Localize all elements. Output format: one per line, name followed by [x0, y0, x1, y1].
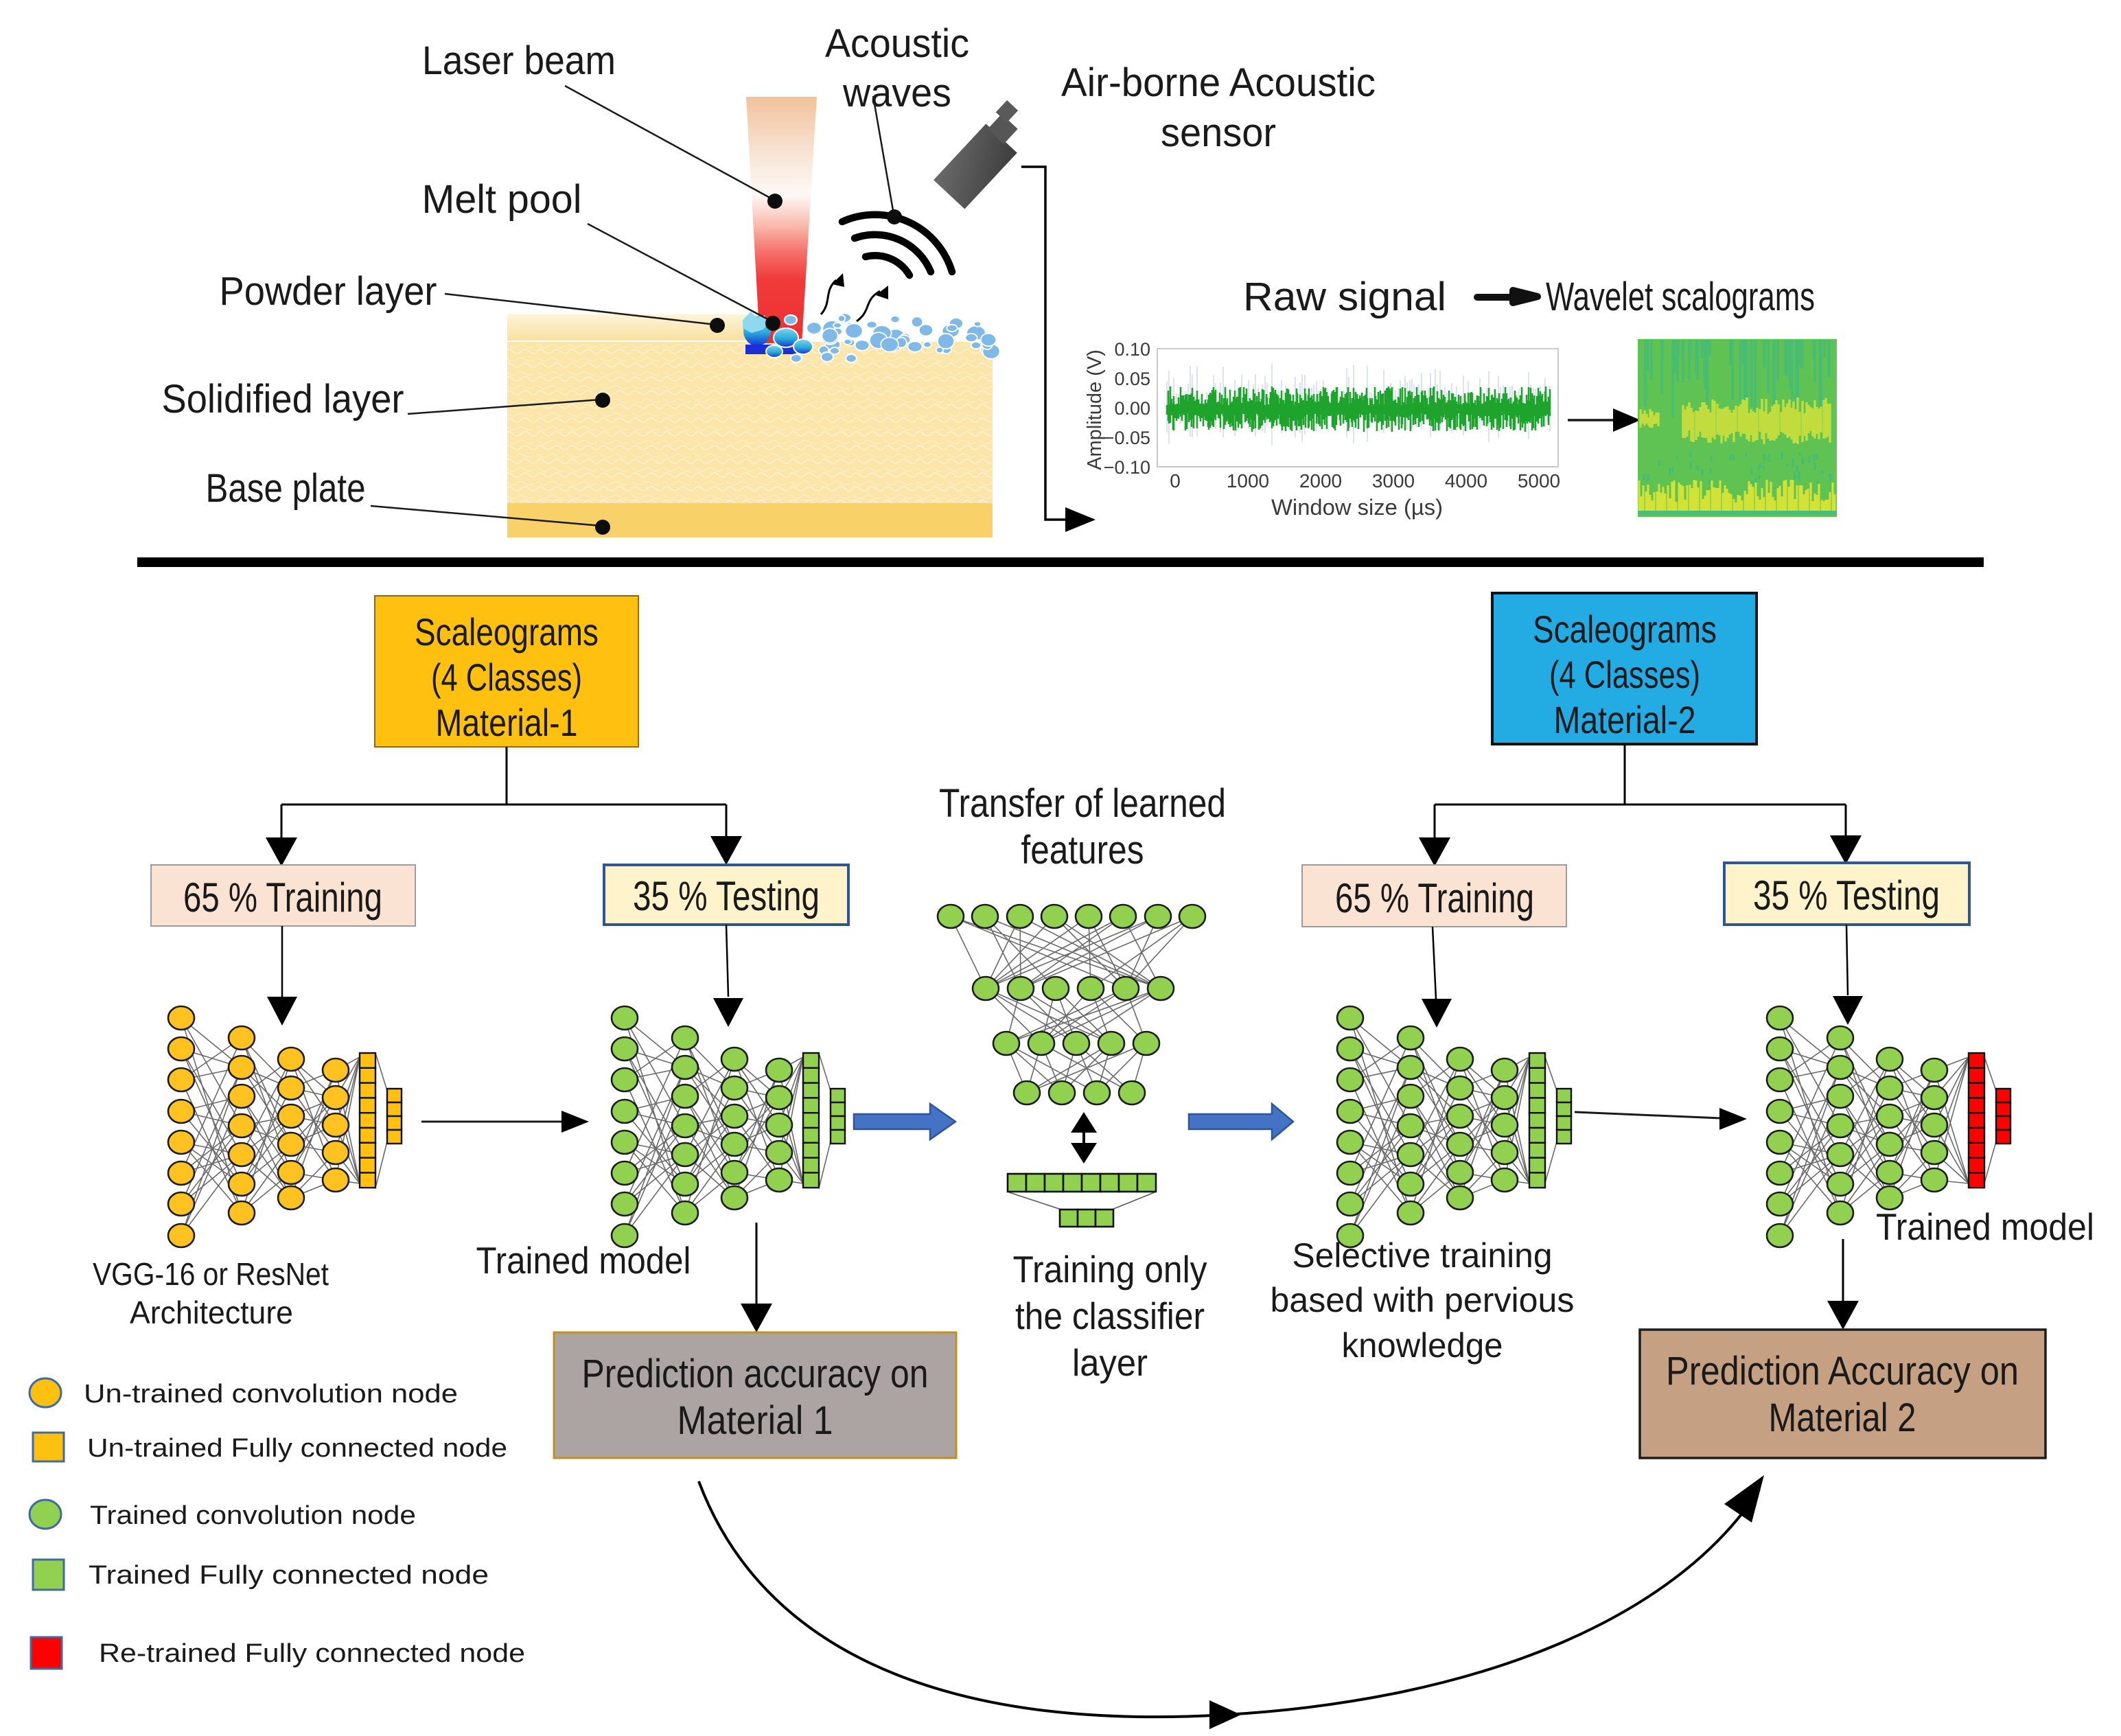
svg-text:Prediction accuracy on: Prediction accuracy on	[582, 1352, 929, 1396]
svg-text:Laser beam: Laser beam	[422, 38, 616, 83]
svg-text:0.10: 0.10	[1114, 339, 1150, 360]
svg-text:0: 0	[1170, 470, 1181, 491]
svg-text:Acoustic: Acoustic	[825, 21, 969, 66]
svg-text:Trained model: Trained model	[476, 1239, 691, 1282]
svg-text:Scaleograms: Scaleograms	[1533, 607, 1717, 651]
svg-text:Material-1: Material-1	[436, 701, 578, 744]
svg-text:0.05: 0.05	[1114, 369, 1150, 389]
svg-text:based with pervious: based with pervious	[1271, 1281, 1575, 1319]
svg-text:waves: waves	[842, 71, 951, 115]
svg-text:Air-borne Acoustic: Air-borne Acoustic	[1061, 60, 1376, 105]
svg-text:(4 Classes): (4 Classes)	[1549, 653, 1700, 696]
svg-text:Un-trained convolution node: Un-trained convolution node	[84, 1380, 458, 1409]
svg-text:Base plate: Base plate	[206, 466, 366, 511]
svg-text:Un-trained Fully connected nod: Un-trained Fully connected node	[87, 1434, 507, 1463]
svg-text:Training only: Training only	[1013, 1248, 1207, 1291]
svg-text:−0.05: −0.05	[1104, 428, 1150, 448]
svg-text:Trained convolution node: Trained convolution node	[90, 1501, 416, 1530]
svg-text:Trained Fully connected node: Trained Fully connected node	[89, 1561, 489, 1590]
svg-text:Material-2: Material-2	[1554, 698, 1696, 741]
svg-text:Window size (µs): Window size (µs)	[1271, 495, 1443, 520]
svg-text:Material 2: Material 2	[1769, 1396, 1916, 1440]
svg-text:35 % Testing: 35 % Testing	[633, 873, 820, 919]
svg-text:Amplitude (V): Amplitude (V)	[1084, 349, 1106, 470]
svg-text:Re-trained Fully connected nod: Re-trained Fully connected node	[99, 1639, 525, 1668]
svg-text:Melt pool: Melt pool	[422, 177, 582, 222]
svg-text:1000: 1000	[1227, 470, 1269, 491]
svg-text:5000: 5000	[1518, 470, 1560, 491]
svg-text:Solidified layer: Solidified layer	[162, 377, 404, 421]
svg-text:2000: 2000	[1299, 470, 1342, 491]
svg-text:Wavelet scalograms: Wavelet scalograms	[1546, 275, 1815, 319]
svg-text:65 % Training: 65 % Training	[183, 875, 382, 921]
svg-text:Powder layer: Powder layer	[220, 269, 437, 314]
svg-text:Material 1: Material 1	[677, 1398, 833, 1443]
svg-text:−0.10: −0.10	[1104, 457, 1150, 478]
svg-text:the classifier: the classifier	[1015, 1295, 1205, 1337]
svg-text:Raw signal: Raw signal	[1243, 275, 1446, 319]
svg-text:65 % Training: 65 % Training	[1335, 875, 1534, 921]
svg-text:Architecture: Architecture	[130, 1295, 293, 1330]
svg-text:Scaleograms: Scaleograms	[415, 610, 599, 653]
svg-text:3000: 3000	[1372, 470, 1415, 491]
svg-text:Trained model: Trained model	[1876, 1205, 2094, 1248]
svg-text:35 % Testing: 35 % Testing	[1753, 872, 1940, 918]
svg-text:VGG-16 or ResNet: VGG-16 or ResNet	[93, 1256, 329, 1292]
svg-text:layer: layer	[1072, 1341, 1148, 1384]
svg-text:0.00: 0.00	[1114, 398, 1150, 419]
svg-text:Transfer of learned: Transfer of learned	[939, 781, 1226, 826]
svg-text:knowledge: knowledge	[1342, 1326, 1503, 1365]
svg-text:Selective training: Selective training	[1293, 1236, 1553, 1275]
svg-text:(4 Classes): (4 Classes)	[431, 656, 582, 699]
svg-text:Prediction Accuracy on: Prediction Accuracy on	[1666, 1349, 2019, 1393]
svg-text:4000: 4000	[1445, 470, 1487, 491]
svg-text:sensor: sensor	[1161, 111, 1276, 155]
svg-text:features: features	[1021, 828, 1144, 872]
